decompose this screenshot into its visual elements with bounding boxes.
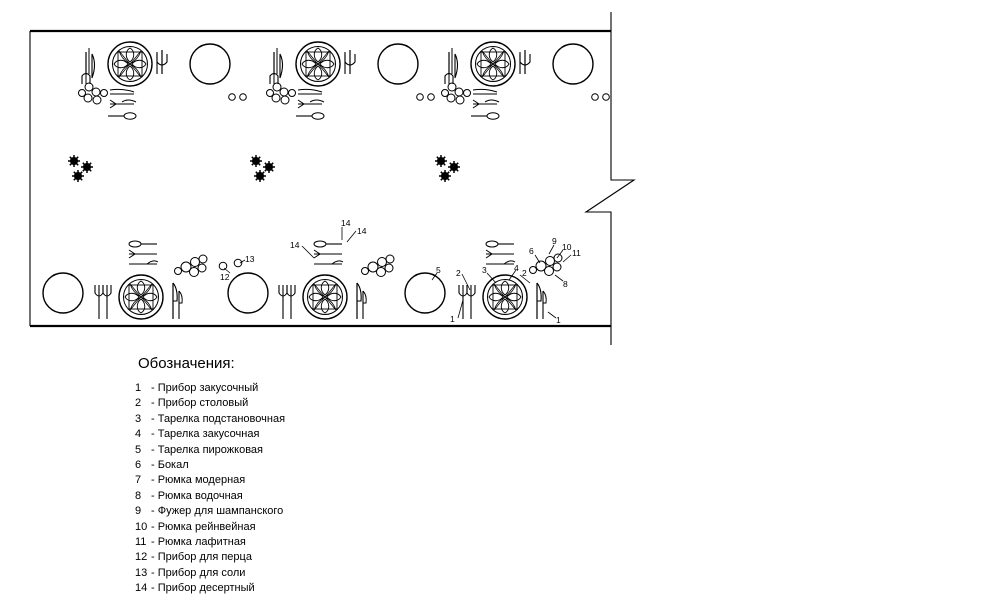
- legend-item: 8 - Рюмка водочная: [135, 489, 285, 504]
- legend-item: 13- Прибор для соли: [135, 566, 285, 581]
- legend-item-label: - Рюмка лафитная: [151, 536, 246, 549]
- legend-item-number: 6: [135, 459, 142, 472]
- legend-item: 12- Прибор для перца: [135, 550, 285, 565]
- flower-centerpiece-2: [250, 155, 275, 182]
- callout-11: 11: [572, 248, 581, 258]
- legend-item-label: - Фужер для шампанского: [151, 505, 284, 518]
- legend-item-number: 7: [135, 474, 142, 487]
- legend-item-label: - Прибор десертный: [151, 582, 255, 595]
- callout-14b: 14: [357, 226, 367, 236]
- legend-item: 11 - Рюмка лафитная: [135, 535, 285, 550]
- callout-leaders: [223, 227, 572, 319]
- legend-item-number: 11: [135, 536, 147, 549]
- callout-labels: 1 1 2 2 3 4 5 6 8 9 10 11 12 13 14 14 14: [220, 218, 581, 325]
- flower-centerpiece-1: [68, 155, 93, 182]
- callout-13: 13: [245, 254, 255, 264]
- legend-item-number: 8: [135, 489, 142, 502]
- callout-1a: 1: [450, 314, 455, 324]
- place-setting-top-2: [267, 42, 435, 119]
- place-setting-bottom-3: [404, 240, 563, 319]
- legend-item-label: - Тарелка закусочная: [151, 428, 260, 441]
- legend-item: 14- Прибор десертный: [135, 581, 285, 596]
- legend-item-number: 5: [135, 443, 142, 456]
- place-setting-bottom-2: [218, 240, 395, 319]
- legend-item-number: 13: [135, 566, 148, 579]
- legend-item-label: - Тарелка пирожковая: [151, 443, 263, 456]
- legend-item-number: 1: [135, 382, 142, 394]
- legend-item-label: - Рюмка водочная: [151, 489, 243, 502]
- legend-item-label: - Рюмка модерная: [151, 474, 246, 487]
- callout-2a: 2: [456, 268, 461, 278]
- place-setting-top-1: [79, 42, 247, 119]
- legend-item-label: - Рюмка рейнвейная: [151, 520, 256, 533]
- callout-4: 4: [514, 263, 519, 273]
- legend-item-number: 2: [135, 397, 142, 410]
- callout-8: 8: [563, 279, 568, 289]
- callout-14c: 14: [290, 240, 300, 250]
- flower-centerpiece-3: [435, 155, 460, 182]
- callout-5: 5: [436, 265, 441, 275]
- legend-item: 4 - Тарелка закусочная: [135, 427, 285, 442]
- callout-3: 3: [482, 265, 487, 275]
- legend-item: 2 - Прибор столовый: [135, 396, 285, 411]
- legend-item-label: - Прибор для перца: [151, 551, 252, 564]
- legend-item-label: - Прибор для соли: [151, 566, 246, 579]
- legend-item-label: - Бокал: [151, 459, 189, 472]
- legend-item-number: 9: [135, 505, 142, 518]
- callout-1b: 1: [556, 315, 561, 325]
- legend-item-number: 10: [135, 520, 148, 533]
- legend-item-label: - Тарелка подстановочная: [151, 412, 286, 425]
- legend-item-number: 3: [135, 412, 142, 425]
- legend-item-label: - Прибор столовый: [151, 397, 249, 410]
- legend-item-label: - Прибор закусочный: [151, 382, 259, 394]
- legend-title: Обозначения:: [138, 355, 235, 372]
- callout-12: 12: [220, 272, 230, 282]
- legend-item: 5 - Тарелка пирожковая: [135, 443, 285, 458]
- legend-item: 1 - Прибор закусочный: [135, 381, 285, 396]
- callout-10: 10: [562, 242, 572, 252]
- place-setting-top-3: [442, 42, 610, 119]
- legend-item: 7 - Рюмка модерная: [135, 473, 285, 488]
- callout-9: 9: [552, 236, 557, 246]
- callout-6: 6: [529, 246, 534, 256]
- legend-item-number: 12: [135, 551, 148, 564]
- callout-2b: 2: [522, 268, 527, 278]
- place-setting-bottom-1: [42, 240, 208, 319]
- legend: Обозначения: 1 - Прибор закусочный 2 - При…: [135, 355, 285, 597]
- legend-item: 10- Рюмка рейнвейная: [135, 520, 285, 535]
- legend-item: 6 - Бокал: [135, 458, 285, 473]
- legend-list: 1- Прибор закусочный 2- Прибор столовый …: [135, 381, 285, 597]
- table-outline: [29, 12, 636, 345]
- legend-item-number: 4: [135, 428, 142, 441]
- legend-item: 9 - Фужер для шампанского: [135, 504, 285, 519]
- legend-item-number: 14: [135, 582, 148, 595]
- legend-item: 3 - Тарелка подстановочная: [135, 412, 285, 427]
- callout-14a: 14: [341, 218, 351, 228]
